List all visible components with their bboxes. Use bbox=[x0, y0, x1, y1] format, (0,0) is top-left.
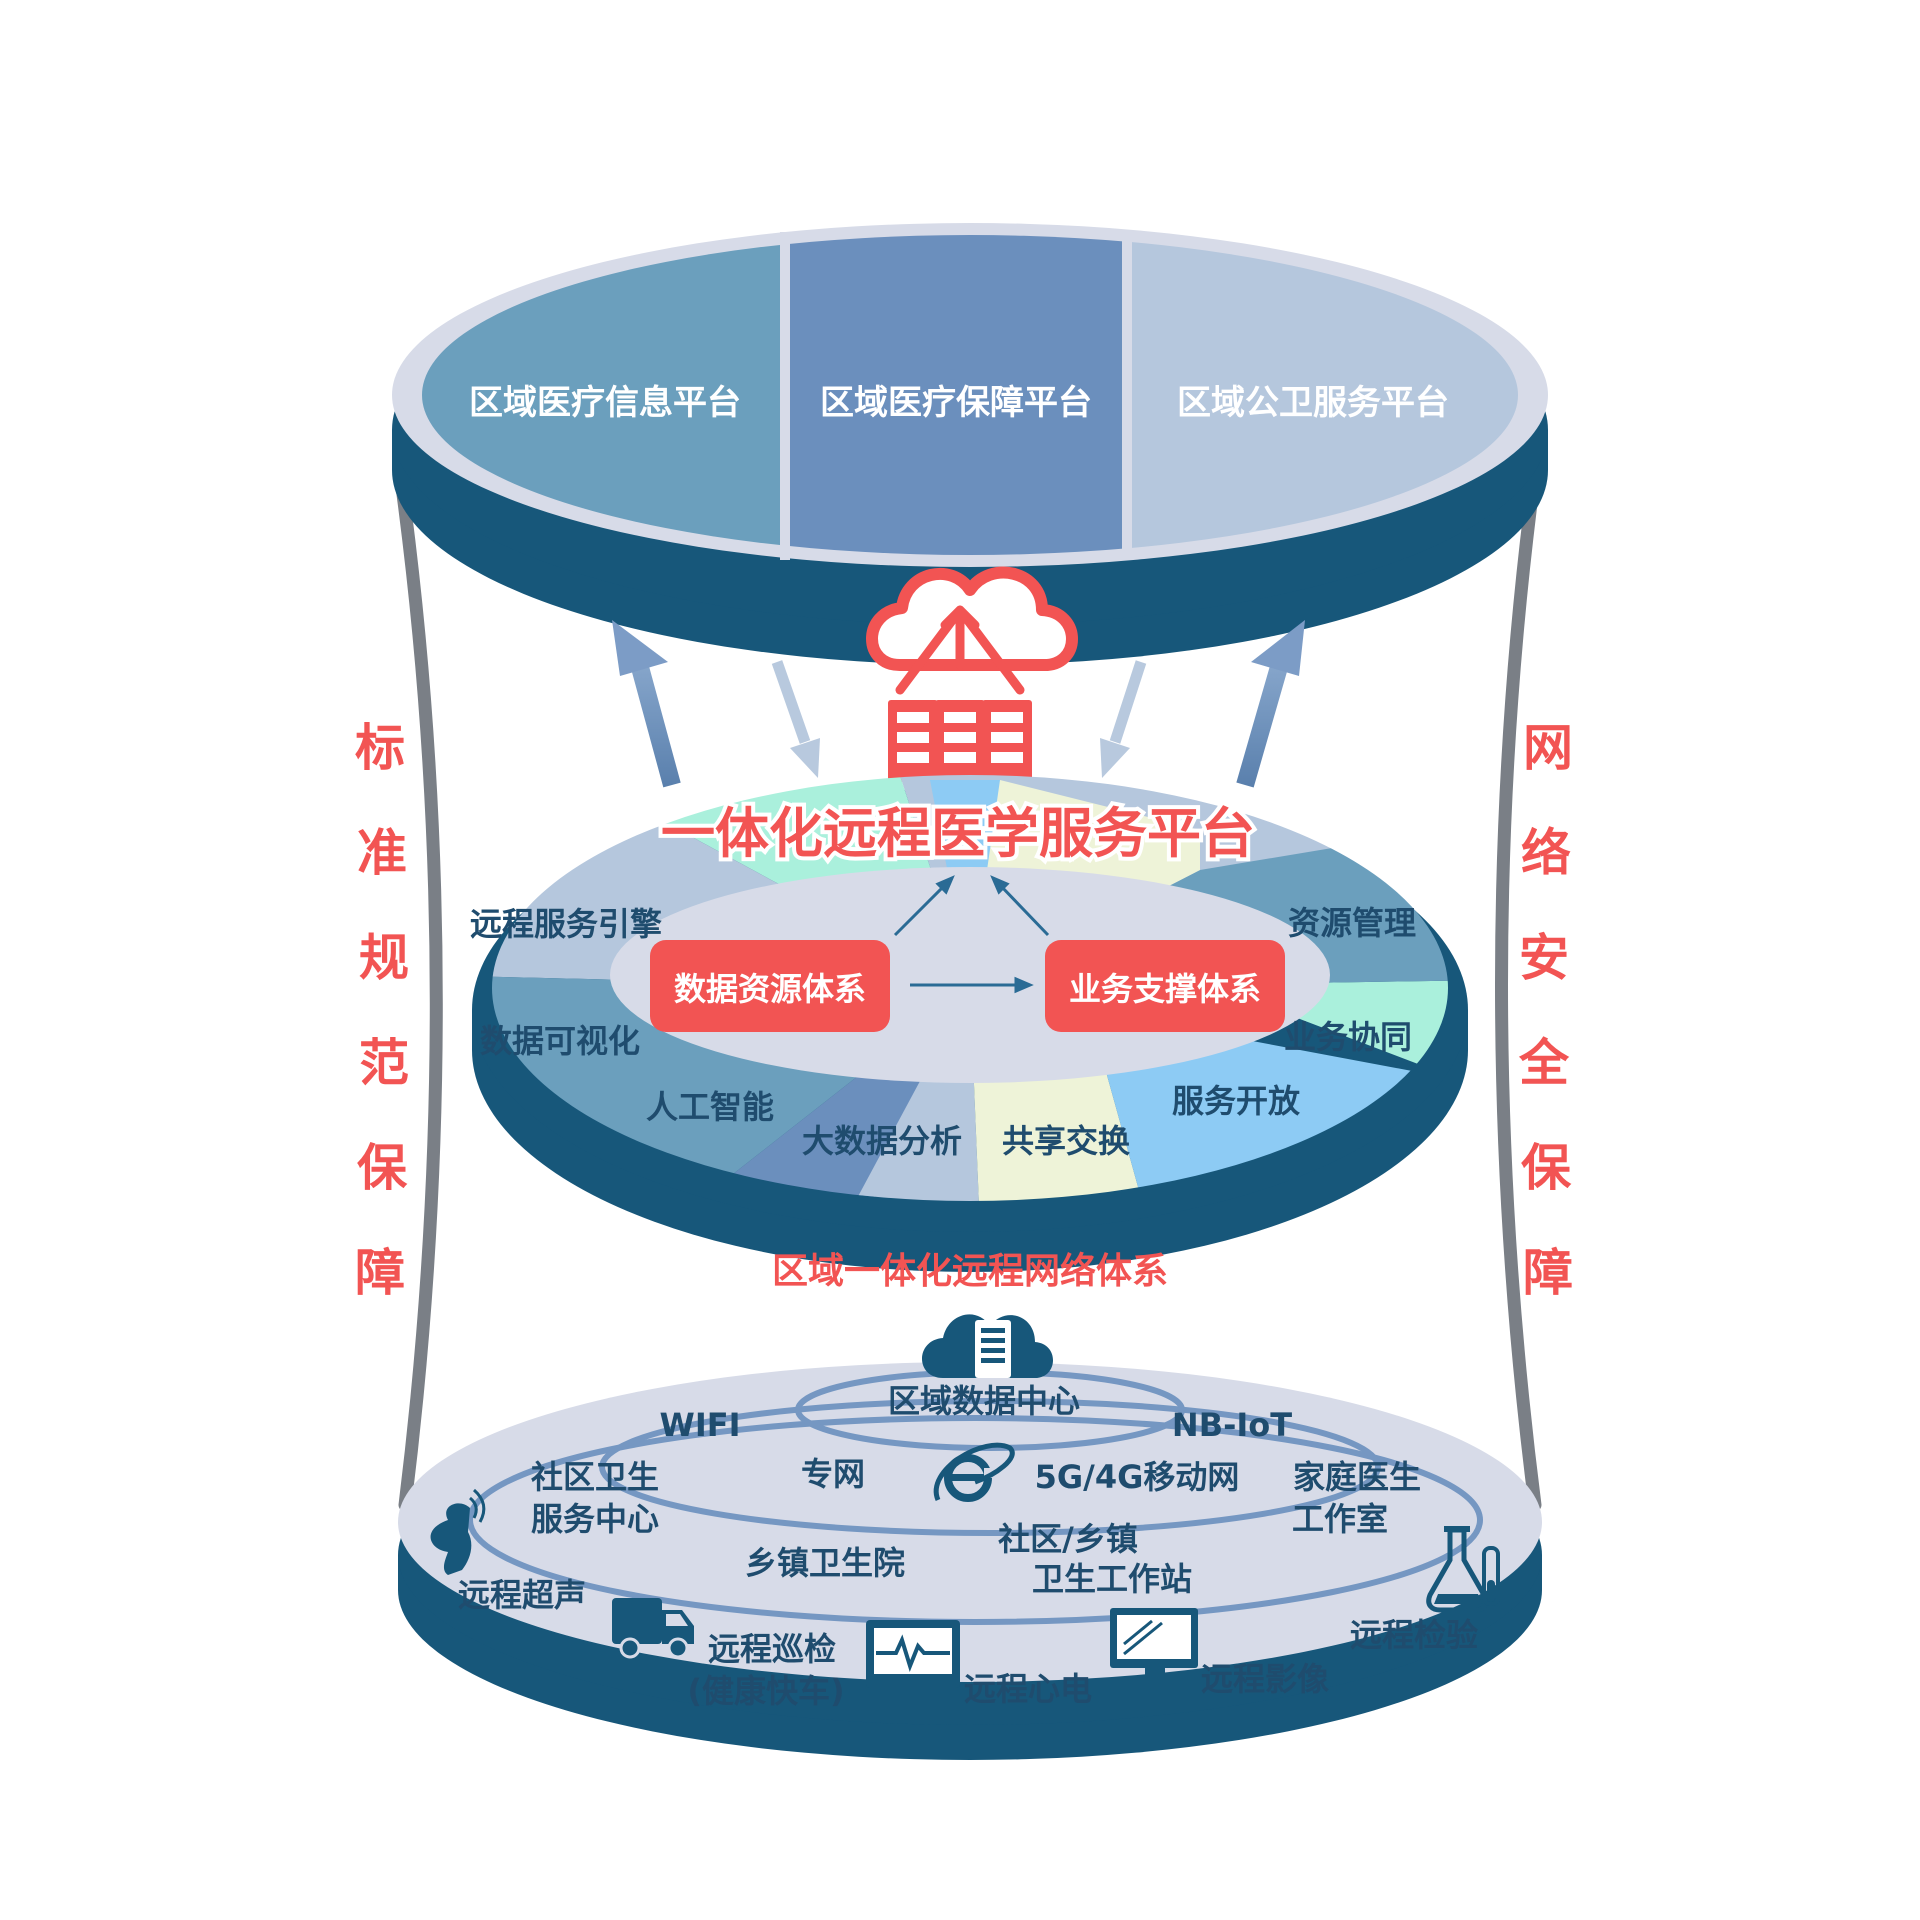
right-side-label: 网 络 安 全 保 障 bbox=[1518, 719, 1573, 1302]
ring-wedge bbox=[970, 980, 1448, 1080]
core-connectors bbox=[893, 875, 1050, 994]
facility-label: 工作室 bbox=[1292, 1500, 1388, 1538]
top-divider bbox=[780, 232, 790, 560]
right-label-char: 保 bbox=[1521, 1139, 1572, 1197]
service-label: 远程影像 bbox=[1201, 1660, 1329, 1698]
middle-platform: 一体化远程医学服务平台 数据资源体系 业务支撑体系 远程服务引擎 数据可视化 人… bbox=[470, 775, 1468, 1272]
ring-item-label: 人工智能 bbox=[646, 1088, 774, 1126]
left-label-char: 保 bbox=[357, 1139, 408, 1197]
top-section-fill bbox=[790, 235, 1122, 555]
top-section-label: 区域医疗保障平台 bbox=[820, 383, 1092, 423]
left-label-char: 准 bbox=[357, 824, 407, 882]
left-label-char: 标 bbox=[355, 719, 405, 777]
ring-item-label: 服务开放 bbox=[1172, 1082, 1301, 1120]
ultrasound-probe-icon bbox=[430, 1488, 486, 1575]
ring-item-label: 共享交换 bbox=[1002, 1122, 1130, 1160]
service-label: 远程超声 bbox=[458, 1576, 586, 1614]
network-label-private: 专网 bbox=[801, 1455, 865, 1493]
service-label: 远程检验 bbox=[1350, 1616, 1478, 1654]
ring-item-label: 资源管理 bbox=[1288, 904, 1416, 942]
data-center-label: 区域数据中心 bbox=[888, 1382, 1080, 1420]
top-divider bbox=[1122, 232, 1132, 560]
ring-item-label: 业务协同 bbox=[1284, 1018, 1412, 1056]
upward-arrows bbox=[612, 620, 1305, 788]
network-title: 区域一体化远程网络体系 bbox=[772, 1250, 1168, 1292]
network-ring-outer bbox=[467, 1415, 1483, 1625]
facility-label: 服务中心 bbox=[531, 1500, 659, 1538]
left-label-char: 范 bbox=[359, 1034, 409, 1092]
core-box-data-resources: 数据资源体系 bbox=[650, 940, 890, 1032]
cloud-server-icon bbox=[866, 566, 1078, 782]
right-label-char: 安 bbox=[1519, 929, 1569, 987]
core-box-label: 数据资源体系 bbox=[674, 970, 866, 1008]
middle-platform-title: 一体化远程医学服务平台 bbox=[661, 802, 1255, 865]
left-label-char: 规 bbox=[359, 929, 409, 987]
facility-label: 乡镇卫生院 bbox=[745, 1544, 905, 1582]
network-label-mobile: 5G/4G移动网 bbox=[1035, 1458, 1240, 1496]
large-up-arrow-right bbox=[1236, 620, 1305, 788]
imaging-display-icon bbox=[1110, 1608, 1198, 1682]
left-side-label: 标 准 规 范 保 障 bbox=[355, 719, 409, 1302]
ecg-monitor-icon bbox=[866, 1620, 960, 1694]
left-rail bbox=[393, 465, 443, 1512]
small-down-arrow-right bbox=[1100, 660, 1147, 778]
data-center-cloud-icon bbox=[922, 1314, 1054, 1378]
top-section-label: 区域医疗信息平台 bbox=[469, 383, 741, 423]
lab-flask-icon bbox=[1426, 1526, 1500, 1613]
large-up-arrow-left bbox=[612, 620, 681, 788]
network-label-nbiot: NB-IoT bbox=[1172, 1406, 1292, 1444]
ring-item-label: 远程服务引擎 bbox=[470, 905, 662, 943]
right-label-char: 络 bbox=[1521, 824, 1571, 882]
left-label-char: 障 bbox=[355, 1244, 405, 1302]
core-box-label: 业务支撑体系 bbox=[1069, 970, 1261, 1008]
small-down-arrow-left bbox=[771, 660, 820, 778]
service-label: 远程巡检 bbox=[708, 1630, 836, 1668]
core-box-business-support: 业务支撑体系 bbox=[1045, 940, 1285, 1032]
ring-item-label: 数据可视化 bbox=[480, 1022, 640, 1060]
right-rail bbox=[1495, 465, 1542, 1512]
facility-label: 社区卫生 bbox=[531, 1458, 659, 1496]
truck-icon bbox=[612, 1598, 694, 1659]
network-ring-middle bbox=[599, 1398, 1381, 1536]
right-label-char: 网 bbox=[1523, 719, 1573, 777]
network-label-wifi: WIFI bbox=[660, 1406, 741, 1444]
service-label: 远程心电 bbox=[964, 1670, 1092, 1708]
internet-explorer-icon bbox=[933, 1442, 1015, 1502]
service-label: (健康快车) bbox=[687, 1672, 844, 1710]
facility-label: 家庭医生 bbox=[1293, 1458, 1421, 1496]
right-label-char: 障 bbox=[1523, 1244, 1573, 1302]
right-label-char: 全 bbox=[1518, 1034, 1570, 1092]
ring-item-label: 大数据分析 bbox=[802, 1122, 962, 1160]
facility-label: 卫生工作站 bbox=[1032, 1560, 1192, 1598]
facility-label: 社区/乡镇 bbox=[998, 1520, 1138, 1558]
top-section-label: 区域公卫服务平台 bbox=[1177, 383, 1449, 423]
